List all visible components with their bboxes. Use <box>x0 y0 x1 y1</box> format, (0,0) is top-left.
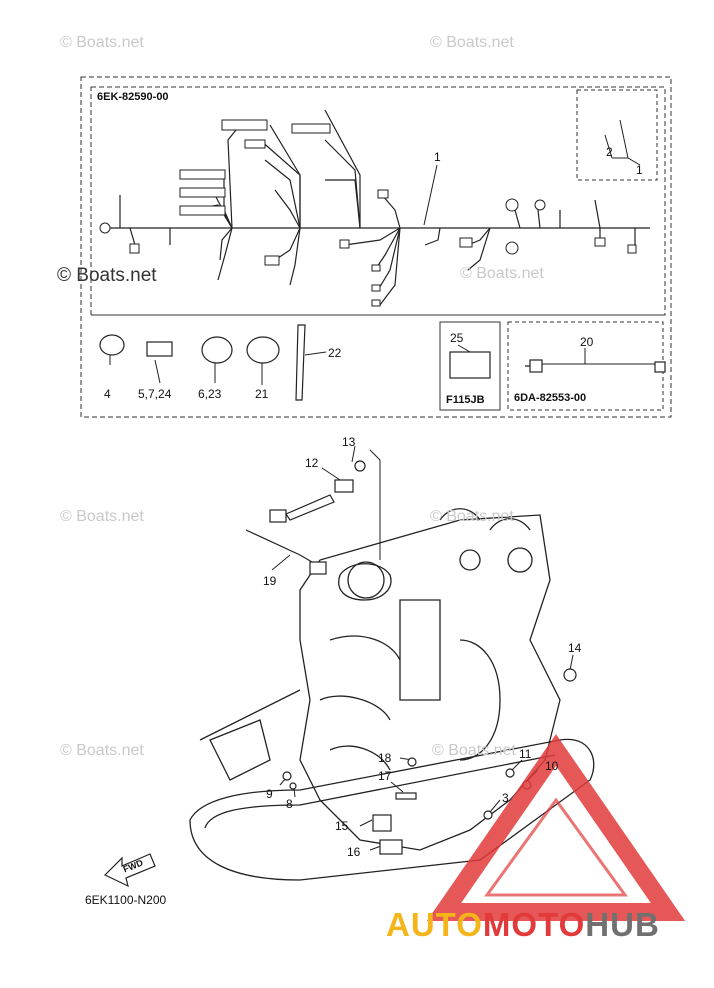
brand-hub: HUB <box>585 906 660 943</box>
callout-4: 4 <box>104 387 111 401</box>
callout-1: 1 <box>434 150 441 164</box>
watermark: © Boats.net <box>430 34 514 51</box>
brand-auto: AUTO <box>386 906 483 943</box>
watermark: © Boats.net <box>432 742 516 759</box>
callout-21: 21 <box>255 387 269 401</box>
model-box <box>439 321 501 411</box>
engine-block <box>299 508 561 851</box>
watermark: © Boats.net <box>460 265 544 282</box>
callout-25: 25 <box>450 331 464 345</box>
model-code: F115JB <box>446 394 485 406</box>
brand-moto: MOTO <box>482 906 586 943</box>
brand-triangle-inner <box>484 797 628 897</box>
connector-inset-box <box>576 89 658 181</box>
watermark: © Boats.net <box>430 508 514 525</box>
callout-17: 17 <box>378 769 392 783</box>
watermark: © Boats.net <box>57 265 157 286</box>
harness-inner-box <box>90 86 666 316</box>
callout-8: 8 <box>286 797 293 811</box>
callout-leaders <box>109 119 655 851</box>
callout-16: 16 <box>347 845 361 859</box>
engine-baseplate <box>189 689 595 881</box>
fwd-arrow <box>103 853 156 888</box>
subharness-code: 6DA-82553-00 <box>514 392 587 404</box>
callout-12: 12 <box>305 456 319 470</box>
watermark: © Boats.net <box>60 508 144 525</box>
harness-connectors <box>99 119 637 307</box>
callout-20: 20 <box>580 335 594 349</box>
watermark: © Boats.net <box>60 742 144 759</box>
brand-triangle <box>426 734 686 921</box>
drawing-code: 6EK1100-N200 <box>85 893 167 907</box>
callout-6-23: 6,23 <box>198 387 222 401</box>
brand-logo: AUTOMOTOHUB <box>386 906 660 944</box>
callout-2: 2 <box>606 145 613 159</box>
callout-1-inset: 1 <box>636 163 643 177</box>
callout-13: 13 <box>342 435 356 449</box>
callout-11: 11 <box>519 747 532 761</box>
harness-frame <box>80 76 672 418</box>
clamps <box>99 324 666 401</box>
callout-10: 10 <box>545 759 559 773</box>
callout-15: 15 <box>335 819 349 833</box>
callout-3: 3 <box>502 791 509 805</box>
sensors <box>245 460 577 855</box>
callout-19: 19 <box>263 574 277 588</box>
main-harness-code: 6EK-82590-00 <box>97 91 169 103</box>
callout-18: 18 <box>378 751 392 765</box>
watermark: © Boats.net <box>60 34 144 51</box>
callout-5-7-24: 5,7,24 <box>138 387 172 401</box>
callout-22: 22 <box>328 346 342 360</box>
callout-9: 9 <box>266 787 273 801</box>
callout-14: 14 <box>568 641 582 655</box>
